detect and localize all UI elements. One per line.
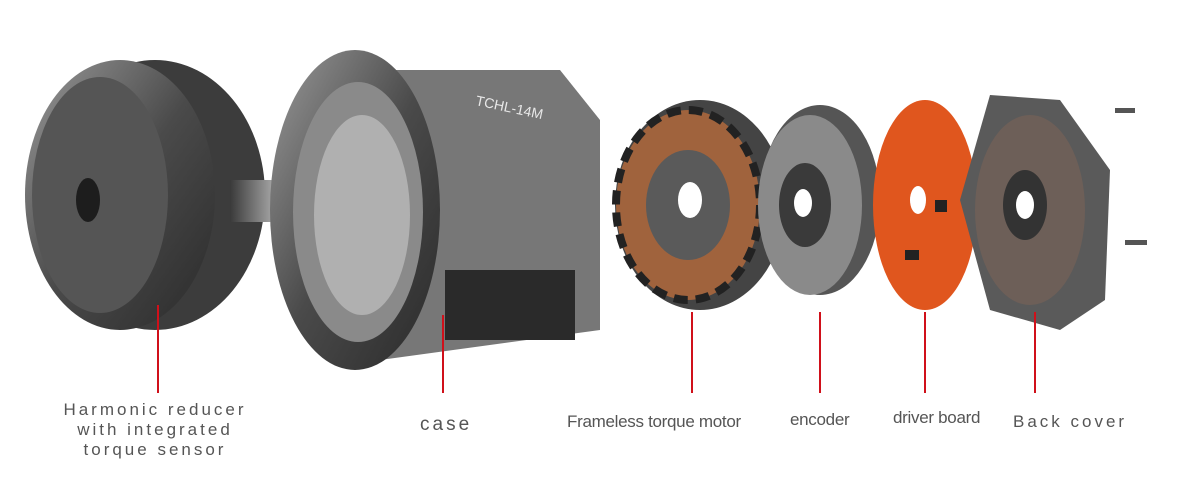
label-line: Harmonic reducer bbox=[63, 400, 247, 419]
leader-line-cover bbox=[1034, 312, 1036, 393]
label-driver-board: driver board bbox=[893, 408, 981, 427]
label-case: case bbox=[420, 414, 473, 435]
label-encoder: encoder bbox=[790, 410, 850, 429]
leader-line-harmonic bbox=[157, 305, 159, 393]
label-harmonic-reducer: Harmonic reducer with integrated torque … bbox=[40, 400, 270, 460]
leader-line-encoder bbox=[819, 312, 821, 393]
label-back-cover: Back cover bbox=[1013, 412, 1128, 431]
encoder-part bbox=[758, 105, 880, 295]
leader-line-driver bbox=[924, 312, 926, 393]
leader-line-case bbox=[442, 315, 444, 393]
label-frameless-torque-motor: Frameless torque motor bbox=[567, 412, 741, 431]
label-line: torque sensor bbox=[83, 440, 227, 459]
back-cover-part bbox=[960, 95, 1147, 330]
case-part: TCHL-14M bbox=[270, 50, 600, 370]
leader-line-motor bbox=[691, 312, 693, 393]
label-line: with integrated bbox=[77, 420, 233, 439]
driver-board-part bbox=[873, 100, 977, 310]
harmonic-reducer-part bbox=[25, 60, 330, 330]
frameless-torque-motor-part bbox=[612, 100, 785, 310]
